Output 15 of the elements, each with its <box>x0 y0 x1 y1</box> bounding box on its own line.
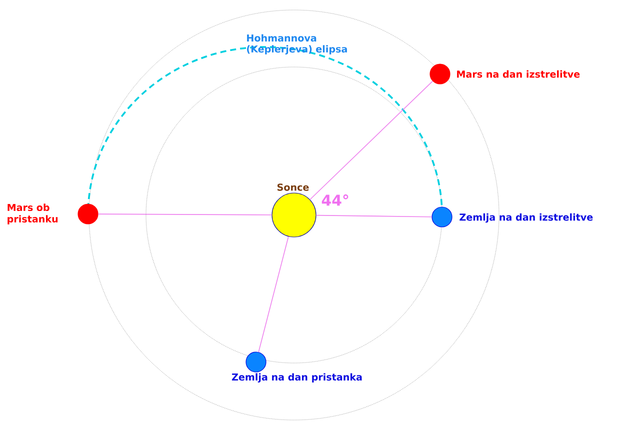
sun <box>272 192 316 238</box>
planet <box>78 204 98 224</box>
planet <box>430 64 450 84</box>
planet <box>432 206 452 228</box>
planet-label: Zemlja na dan pristanka <box>232 373 362 383</box>
radius-line <box>310 80 433 200</box>
radius-line <box>258 236 289 352</box>
radius-line <box>316 214 432 218</box>
planet-label: Mars na dan izstrelitve <box>457 70 580 78</box>
planet-label: Mars ob pristanku <box>8 204 58 224</box>
radius-line <box>98 214 272 216</box>
angle-label: 44° <box>322 194 348 206</box>
sun-label: Sonce <box>277 184 309 191</box>
planet <box>246 352 266 372</box>
planet-label: Zemlja na dan izstrelitve <box>460 213 593 223</box>
